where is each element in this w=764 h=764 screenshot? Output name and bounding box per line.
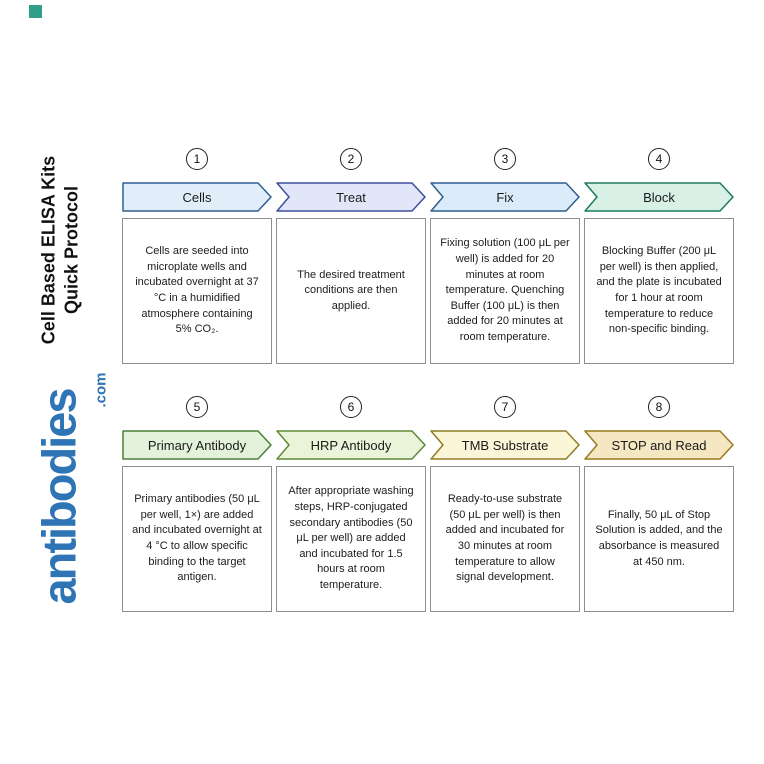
step-arrow: Cells (122, 182, 272, 212)
step-label: STOP and Read (611, 437, 707, 453)
step-number-badge: 5 (186, 396, 208, 418)
step-number-badge: 8 (648, 396, 670, 418)
step-label: Treat (336, 189, 366, 205)
step-arrow: Primary Antibody (122, 430, 272, 460)
step-description: Finally, 50 μL of Stop Solution is added… (595, 508, 723, 568)
step-description-box: Fixing solution (100 μL per well) is add… (430, 218, 580, 364)
step-description-box: Ready-to-use substrate (50 μL per well) … (430, 466, 580, 612)
step-number-badge: 1 (186, 148, 208, 170)
step-description-box: Primary antibodies (50 μL per well, 1×) … (122, 466, 272, 612)
step-label: Fix (496, 189, 514, 205)
arrow-shape-icon (122, 182, 272, 212)
step-description: Fixing solution (100 μL per well) is add… (440, 237, 570, 344)
step-hrp-antibody: 6 HRP Antibody After appropriate washing… (276, 396, 426, 612)
step-description: The desired treatment conditions are the… (297, 268, 405, 312)
arrow-shape-icon (122, 430, 272, 460)
corner-mark (29, 5, 42, 18)
step-label: Cells (182, 189, 212, 205)
step-number-badge: 4 (648, 148, 670, 170)
step-primary-antibody: 5 Primary Antibody Primary antibodies (5… (122, 396, 272, 612)
step-cells: 1 Cells Cells are seeded into microplate… (122, 148, 272, 364)
step-arrow: TMB Substrate (430, 430, 580, 460)
arrow-shape-icon (584, 430, 734, 460)
steps-row-2: 5 Primary Antibody Primary antibodies (5… (122, 396, 734, 612)
step-arrow: HRP Antibody (276, 430, 426, 460)
step-stop-and-read: 8 STOP and Read Finally, 50 μL of Stop S… (584, 396, 734, 612)
step-number-badge: 7 (494, 396, 516, 418)
protocol-title: Cell Based ELISA Kits Quick Protocol (38, 156, 85, 344)
step-number-badge: 2 (340, 148, 362, 170)
step-number-badge: 3 (494, 148, 516, 170)
step-description: Primary antibodies (50 μL per well, 1×) … (132, 493, 262, 584)
arrow-shape-icon (276, 430, 426, 460)
step-number: 6 (347, 400, 355, 414)
step-arrow: Treat (276, 182, 426, 212)
step-tmb-substrate: 7 TMB Substrate Ready-to-use substrate (… (430, 396, 580, 612)
step-number: 1 (193, 152, 201, 166)
step-fix: 3 Fix Fixing solution (100 μL per well) … (430, 148, 580, 364)
step-label: TMB Substrate (461, 437, 549, 453)
step-arrow: Fix (430, 182, 580, 212)
step-label: Primary Antibody (147, 437, 247, 453)
step-number: 8 (655, 400, 663, 414)
step-number: 4 (655, 152, 663, 166)
step-description-box: Finally, 50 μL of Stop Solution is added… (584, 466, 734, 612)
step-number: 2 (347, 152, 355, 166)
step-description-box: Cells are seeded into microplate wells a… (122, 218, 272, 364)
step-description: Cells are seeded into microplate wells a… (135, 245, 259, 336)
step-number: 7 (501, 400, 509, 414)
step-description: Ready-to-use substrate (50 μL per well) … (445, 493, 565, 584)
arrow-shape-icon (584, 182, 734, 212)
step-arrow: STOP and Read (584, 430, 734, 460)
arrow-shape-icon (276, 182, 426, 212)
step-number-badge: 6 (340, 396, 362, 418)
step-label: Block (643, 189, 675, 205)
protocol-title-line2: Quick Protocol (62, 185, 82, 315)
protocol-title-line1: Cell Based ELISA Kits (38, 155, 59, 345)
step-description-box: After appropriate washing steps, HRP-con… (276, 466, 426, 612)
brand-suffix: .com (92, 372, 110, 408)
step-description-box: The desired treatment conditions are the… (276, 218, 426, 364)
step-description: Blocking Buffer (200 μL per well) is the… (596, 245, 722, 336)
step-label: HRP Antibody (310, 437, 392, 453)
arrow-shape-icon (430, 430, 580, 460)
arrow-shape-icon (430, 182, 580, 212)
steps-row-1: 1 Cells Cells are seeded into microplate… (122, 148, 734, 364)
step-description: After appropriate washing steps, HRP-con… (288, 485, 414, 592)
step-description-box: Blocking Buffer (200 μL per well) is the… (584, 218, 734, 364)
step-block: 4 Block Blocking Buffer (200 μL per well… (584, 148, 734, 364)
step-number: 5 (193, 400, 201, 414)
step-treat: 2 Treat The desired treatment conditions… (276, 148, 426, 364)
brand-logo: antibodies (32, 389, 86, 605)
step-arrow: Block (584, 182, 734, 212)
step-number: 3 (501, 152, 509, 166)
